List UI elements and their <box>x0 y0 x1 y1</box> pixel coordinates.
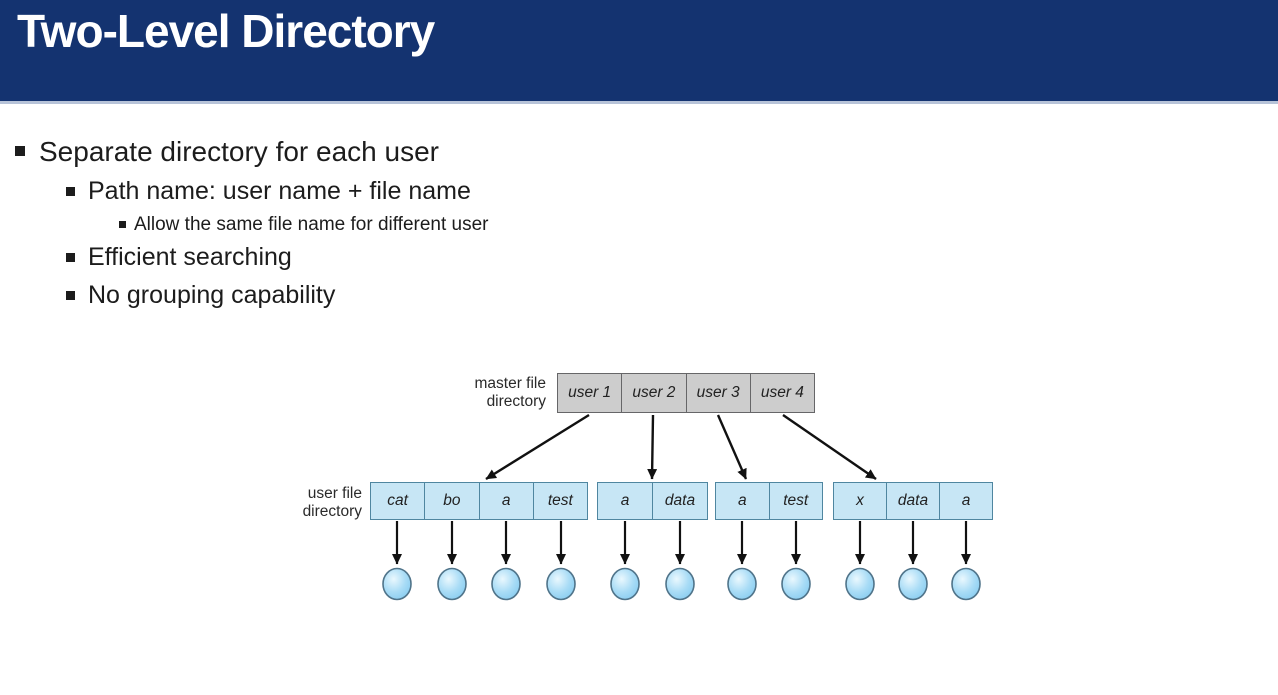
bullet-no-grouping: No grouping capability <box>66 281 335 310</box>
slide-header: Two-Level Directory <box>0 0 1278 104</box>
file-circle <box>781 567 811 601</box>
user-directory-group2: a data <box>597 482 708 520</box>
label-line: directory <box>302 502 362 520</box>
bullet-text: Path name: user name + file name <box>88 177 471 205</box>
label-line: master file <box>474 375 547 392</box>
label-line: directory <box>486 392 546 410</box>
label-line: user file <box>307 485 362 502</box>
diagram-arrows-and-files <box>382 413 981 601</box>
bullet-square-icon <box>66 253 75 262</box>
file-circle <box>610 567 640 601</box>
file-circle <box>898 567 928 601</box>
user-directory-group1: cat bo a test <box>370 482 588 520</box>
two-level-directory-diagram: master file directory user 1 user 2 user… <box>0 360 1278 610</box>
bullet-text: Efficient searching <box>88 243 292 271</box>
bullet-square-icon <box>66 187 75 196</box>
udir-cell: bo <box>424 483 478 519</box>
arrow-user1-to-group1 <box>485 413 590 481</box>
arrow-user4-to-group4 <box>782 414 877 480</box>
page-title: Two-Level Directory <box>17 5 435 57</box>
udir-cell: data <box>886 483 939 519</box>
arrow-user2-to-group2 <box>647 414 658 480</box>
user-file-directory-label: user file directory <box>206 485 362 520</box>
udir-cell: a <box>737 492 747 509</box>
file-circle <box>727 567 757 601</box>
file-circle <box>546 567 576 601</box>
user-directory-group3: a test <box>715 482 823 520</box>
bullet-square-icon <box>66 291 75 300</box>
bullet-path-name: Path name: user name + file name <box>66 177 471 206</box>
bullet-text: Separate directory for each user <box>39 136 439 167</box>
udir-cell: cat <box>387 492 408 509</box>
file-circle <box>951 567 981 601</box>
master-file-directory: user 1 user 2 user 3 user 4 <box>557 373 815 413</box>
udir-cell: x <box>856 492 864 509</box>
user-directory-group4: x data a <box>833 482 993 520</box>
bullet-square-icon <box>119 221 126 228</box>
master-cell-user2: user 2 <box>621 374 685 412</box>
master-cell-user4: user 4 <box>749 374 814 412</box>
udir-cell: test <box>532 483 587 519</box>
udir-cell: data <box>652 483 707 519</box>
bullet-separate-directory: Separate directory for each user <box>15 136 439 168</box>
file-circle <box>845 567 875 601</box>
file-circle <box>491 567 521 601</box>
master-cell-user1: user 1 <box>568 384 612 401</box>
udir-cell: test <box>768 483 823 519</box>
master-cell-user3: user 3 <box>685 374 750 412</box>
bullet-allow-same-name: Allow the same file name for different u… <box>119 214 489 236</box>
bullet-square-icon <box>15 146 25 156</box>
udir-cell: a <box>939 483 992 519</box>
bullet-efficient-searching: Efficient searching <box>66 243 292 272</box>
udir-cell: a <box>620 492 630 509</box>
file-circle <box>665 567 695 601</box>
arrow-user3-to-group3 <box>716 414 748 480</box>
master-file-directory-label: master file directory <box>390 375 547 410</box>
bullet-text: Allow the same file name for different u… <box>134 214 489 235</box>
file-circle <box>382 567 412 601</box>
udir-cell: a <box>478 483 533 519</box>
file-circle <box>437 567 467 601</box>
bullet-text: No grouping capability <box>88 281 336 309</box>
